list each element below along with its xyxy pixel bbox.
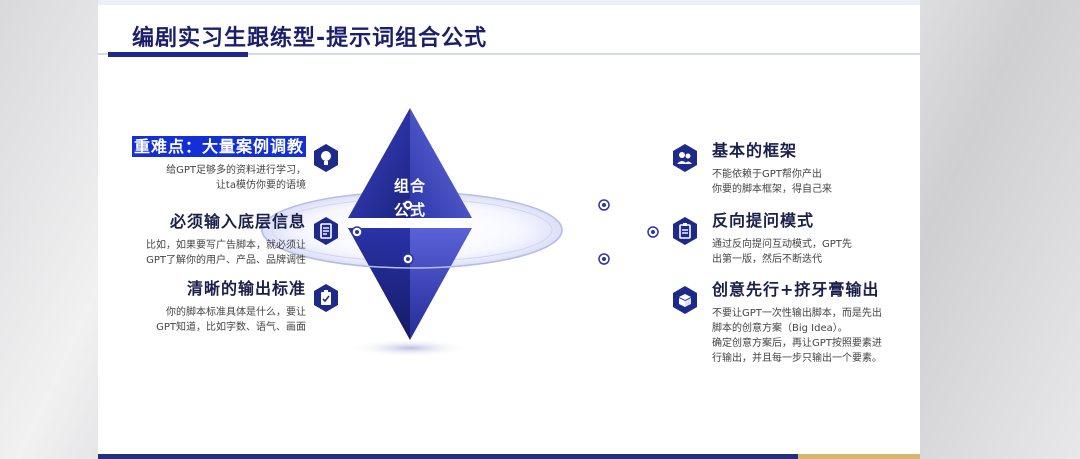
item-desc-line: 确定创意方案后，再让GPT按照要素进 <box>712 338 882 349</box>
diamond-top-left <box>348 108 410 218</box>
item-description: 你的脚本标准具体是什么，要让 GPT知道，比如字数、语气、画面 <box>156 305 306 335</box>
item-heading: 创意先行+挤牙膏输出 <box>712 280 880 299</box>
orbit-ring-front <box>261 229 563 269</box>
orbit-node-dot <box>651 230 655 234</box>
item-desc-line: 不要让GPT一次性输出脚本，而是先出 <box>712 308 882 319</box>
formula-diagram <box>261 108 659 357</box>
item-description: 通过反向提问互动模式，GPT先 出第一版，然后不断迭代 <box>712 237 852 267</box>
diamond-bottom-right <box>410 228 472 340</box>
team-icon <box>670 143 700 173</box>
center-label-line1: 组合 <box>393 177 426 195</box>
right-item-2: 反向提问模式 通过反向提问互动模式，GPT先 出第一版，然后不断迭代 <box>712 207 852 267</box>
item-desc-line: 你的脚本标准具体是什么，要让 <box>166 307 306 318</box>
item-heading: 基本的框架 <box>712 141 798 160</box>
item-description: 给GPT足够多的资料进行学习， 让ta模仿你要的语境 <box>132 163 306 193</box>
orbit-node-dot <box>602 203 606 207</box>
title-accent-bar <box>108 52 248 57</box>
orbit-node-dot <box>406 203 410 207</box>
item-heading: 反向提问模式 <box>712 211 815 230</box>
left-item-1: 重难点：大量案例调教 给GPT足够多的资料进行学习， 让ta模仿你要的语境 <box>131 133 306 193</box>
right-item-3: 创意先行+挤牙膏输出 不要让GPT一次性输出脚本，而是先出 脚本的创意方案（Bi… <box>712 276 882 366</box>
item-desc-line: 通过反向提问互动模式，GPT先 <box>712 239 852 250</box>
page-title: 编剧实习生跟练型-提示词组合公式 <box>132 26 488 51</box>
slide: 编剧实习生跟练型-提示词组合公式 <box>98 0 920 459</box>
slide-top-strip <box>98 0 920 5</box>
diamond-bottom-left <box>348 228 410 340</box>
orbit-node-dot <box>406 257 410 261</box>
item-desc-line: 出第一版，然后不断迭代 <box>712 254 822 265</box>
item-desc-line: 比如，如果要写广告脚本，就必须让 <box>146 240 306 251</box>
item-description: 不能依赖于GPT帮你产出 你要的脚本框架，得自己来 <box>712 167 832 197</box>
item-desc-line: 你要的脚本框架，得自己来 <box>712 184 832 195</box>
left-item-2: 必须输入底层信息 比如，如果要写广告脚本，就必须让 GPT了解你的用户、产品、品… <box>146 208 306 268</box>
orbit-node-dot <box>355 230 359 234</box>
item-desc-line: GPT了解你的用户、产品、品牌调性 <box>146 255 306 266</box>
item-desc-line: 让ta模仿你要的语境 <box>215 180 306 191</box>
item-heading-highlighted: 重难点：大量案例调教 <box>131 136 306 157</box>
title-divider <box>98 53 920 55</box>
box-icon <box>670 285 700 315</box>
center-label: 组合 公式 <box>370 174 450 222</box>
item-desc-line: 行输出，并且每一步只输出一个要素。 <box>712 353 882 364</box>
item-heading: 清晰的输出标准 <box>186 279 306 298</box>
diamond-top-right <box>410 108 472 218</box>
item-desc-line: 脚本的创意方案（Big Idea）。 <box>712 323 848 334</box>
item-desc-line: GPT知道，比如字数、语气、画面 <box>156 322 306 333</box>
center-label-line2: 公式 <box>393 201 426 219</box>
document-icon <box>311 216 341 246</box>
item-desc-line: 不能依赖于GPT帮你产出 <box>712 169 822 180</box>
bottom-gold-bar <box>798 454 920 459</box>
item-description: 不要让GPT一次性输出脚本，而是先出 脚本的创意方案（Big Idea）。 确定… <box>712 306 882 366</box>
diamond-shadow <box>350 339 470 357</box>
bottom-accent-bar <box>98 454 798 459</box>
orbit-node <box>598 199 659 265</box>
item-description: 比如，如果要写广告脚本，就必须让 GPT了解你的用户、产品、品牌调性 <box>146 238 306 268</box>
orbit-node-dot <box>602 257 606 261</box>
clipboard-check-icon <box>311 283 341 313</box>
right-item-1: 基本的框架 不能依赖于GPT帮你产出 你要的脚本框架，得自己来 <box>712 137 832 197</box>
item-desc-line: 给GPT足够多的资料进行学习， <box>166 165 306 176</box>
left-item-3: 清晰的输出标准 你的脚本标准具体是什么，要让 GPT知道，比如字数、语气、画面 <box>156 275 306 335</box>
lightbulb-icon <box>311 143 341 173</box>
clipboard-icon <box>670 216 700 246</box>
item-heading: 必须输入底层信息 <box>169 212 306 231</box>
